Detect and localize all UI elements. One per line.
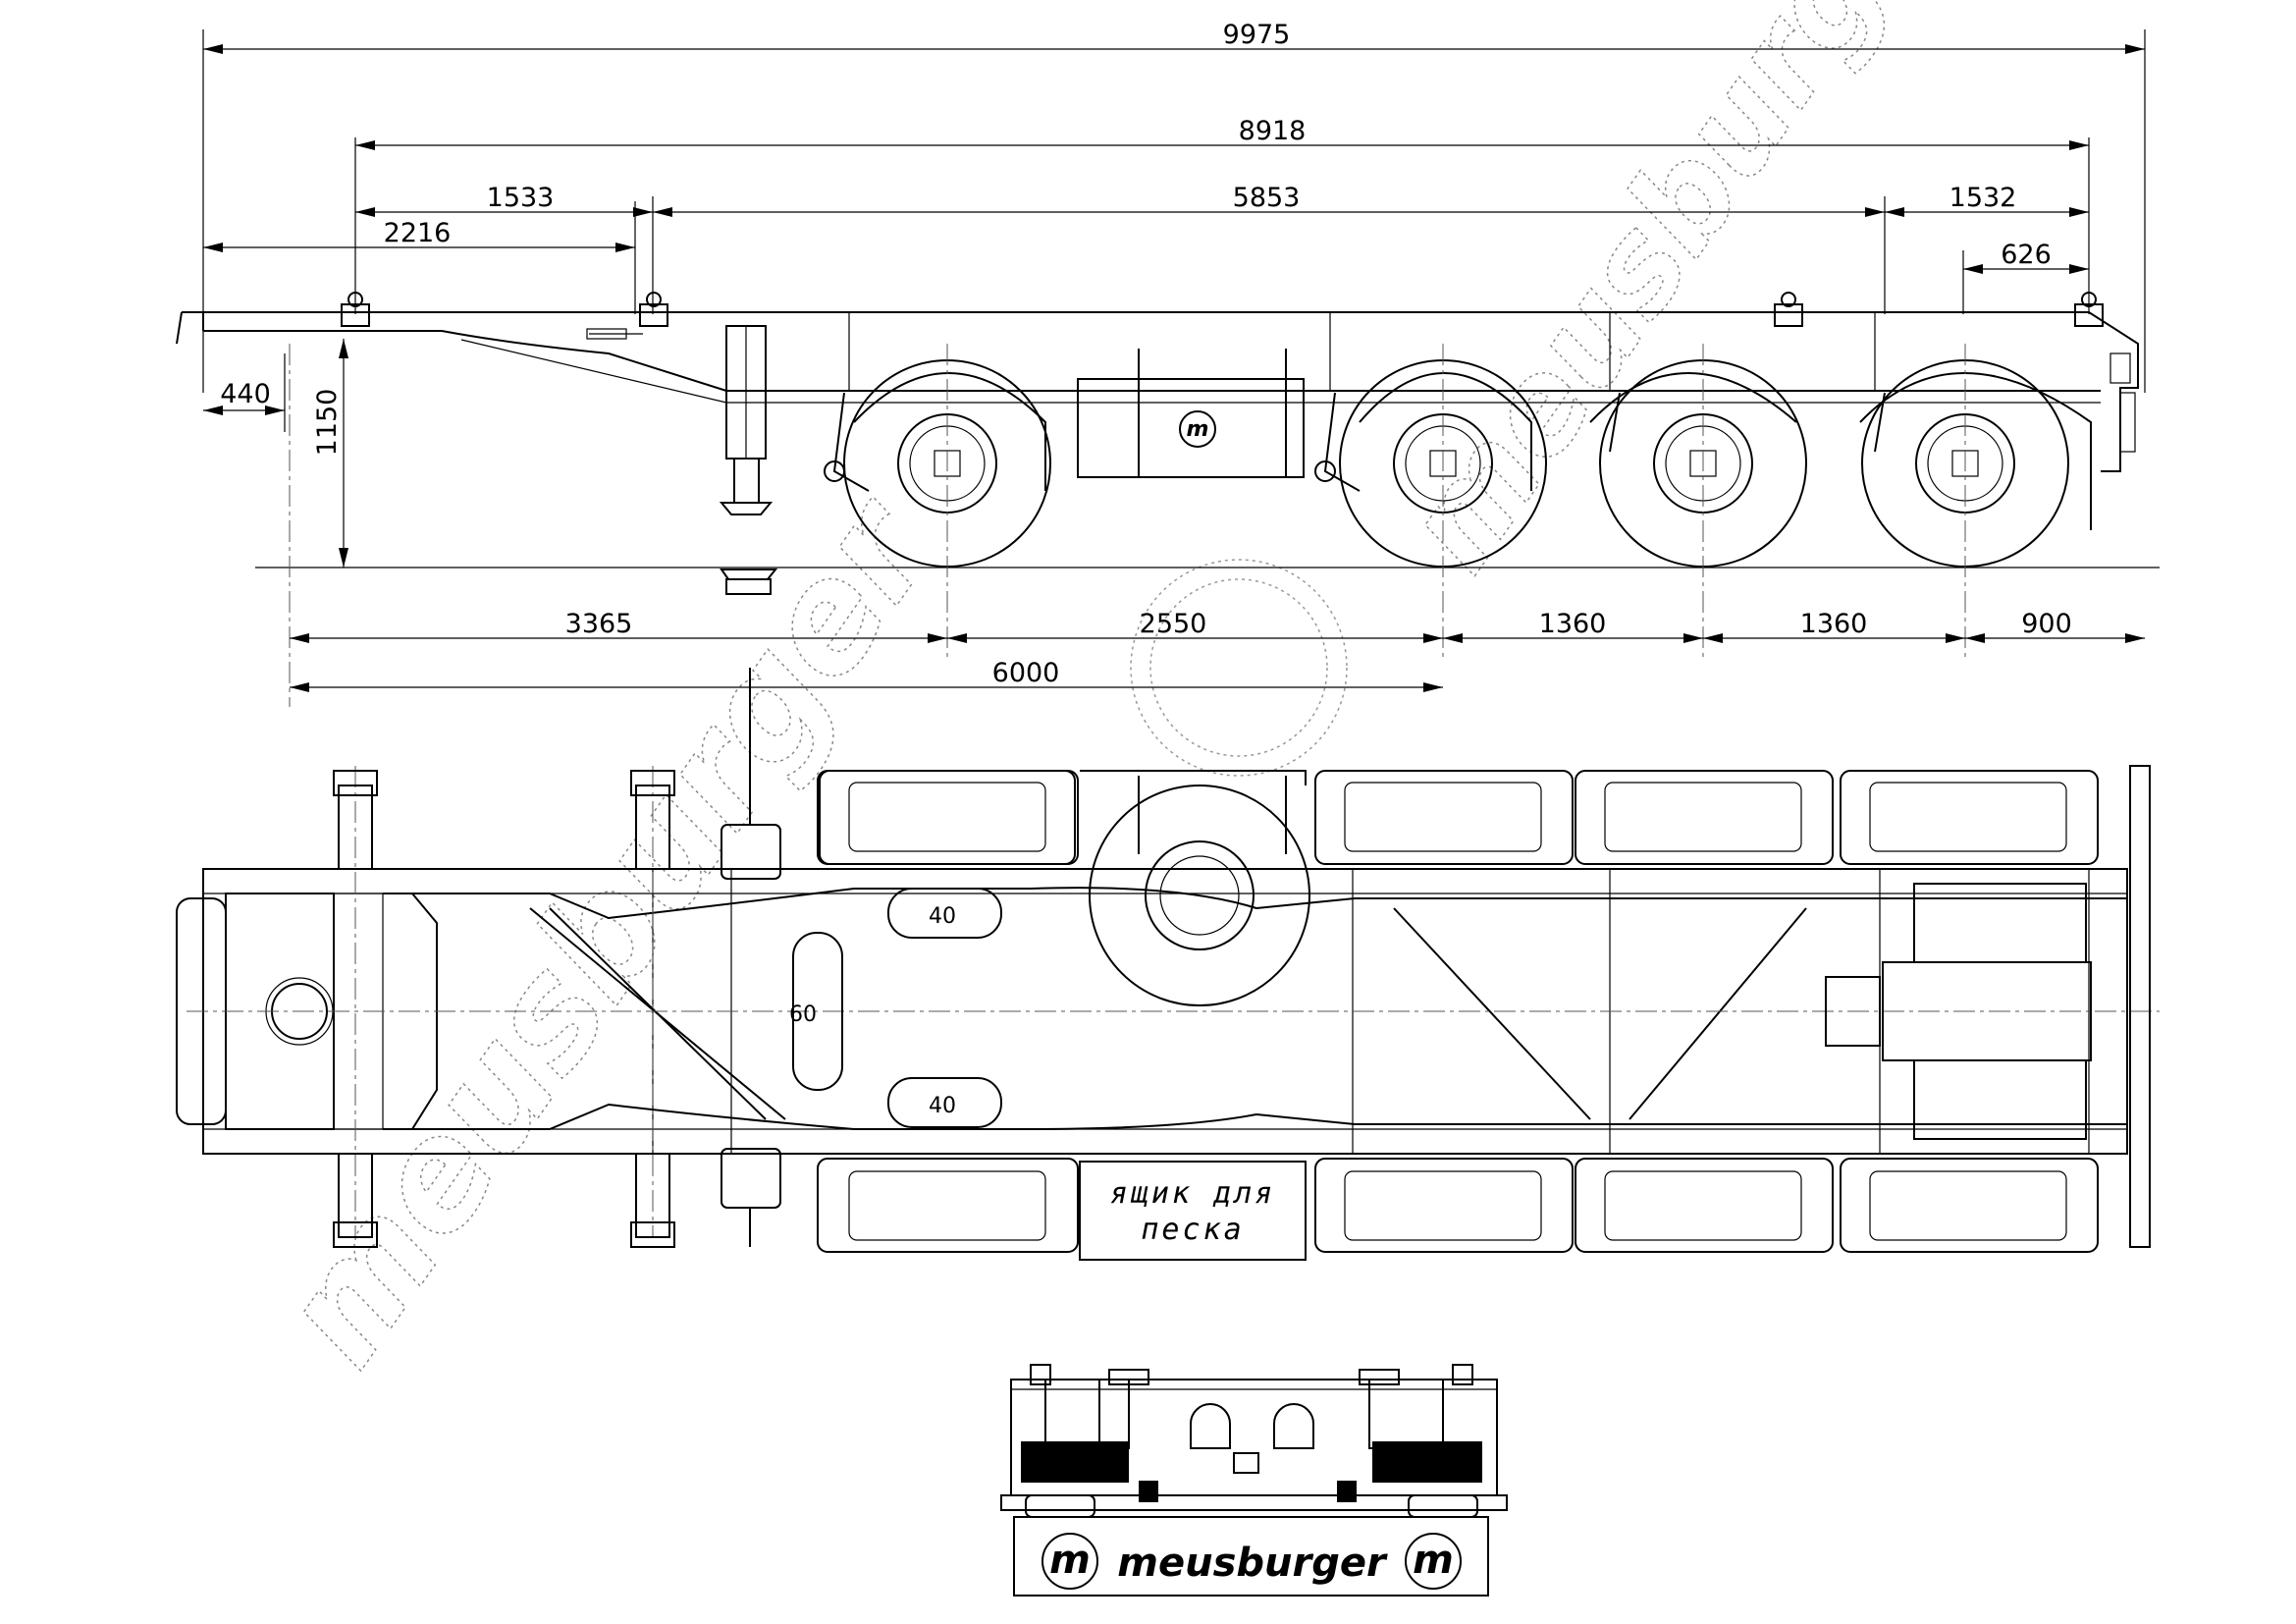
watermark-text-upper: meusburger [1375, 0, 2002, 597]
fender-axle-1 [853, 372, 1046, 491]
sand-box-side: m [1077, 349, 1305, 478]
dim-front-offset: 1533 [487, 183, 555, 213]
dim-overall-length: 9975 [1223, 20, 1291, 50]
top-dimension-lines [202, 29, 2160, 568]
plan-view: 40 40 60 ящик для песка [176, 668, 2160, 1261]
tank-label-2: 40 [929, 1094, 956, 1118]
twistlock-arm [338, 785, 373, 870]
dim-fifth-wheel-height: 1150 [312, 389, 343, 457]
tank-label-3: 60 [789, 1002, 817, 1027]
fender-axle-2 [1359, 372, 1532, 491]
logo-glyph-left: m [1049, 1538, 1091, 1583]
spare-wheel-icon [1080, 770, 1310, 1006]
sand-box-line-2: песка [1141, 1213, 1244, 1247]
dim-frame-length: 8918 [1239, 116, 1307, 146]
watermark-seal [1130, 559, 1348, 777]
meusburger-logo-icon-right [1405, 1533, 1462, 1590]
mudflap-right [1372, 1441, 1482, 1483]
air-tank-3 [792, 932, 843, 1091]
watermark-seal-inner [1149, 578, 1328, 757]
dim-front-overhang: 440 [220, 379, 271, 409]
dim-container-span: 5853 [1233, 183, 1301, 213]
dim-kingpin-twistlock: 2216 [384, 218, 452, 248]
dim-axle-gap-3: 1360 [1800, 609, 1868, 639]
dim-rear-overhang: 900 [2021, 609, 2072, 639]
brand-name: meusburger [1117, 1541, 1388, 1586]
sand-box-line-1: ящик для [1110, 1176, 1276, 1211]
watermark-text: meusburger [247, 465, 969, 1394]
twistlock-icon [341, 292, 2104, 327]
mudflap-left [1021, 1441, 1129, 1483]
dim-rear-offset: 1532 [1949, 183, 2017, 213]
air-tank-1 [887, 888, 1002, 939]
top-dimension-labels: 9975 8918 1533 5853 1532 2216 626 440 11… [220, 20, 2052, 456]
dim-axle-gap-2: 1360 [1539, 609, 1607, 639]
side-view: m [176, 292, 2139, 707]
axle-dimension-lines [290, 633, 2145, 692]
rear-plate [1013, 1516, 1489, 1597]
fender-axle-3 [1589, 372, 1797, 423]
fender-axle-4 [1859, 372, 2092, 530]
axle-dimension-labels: 3365 2550 1360 1360 900 6000 [565, 609, 2072, 688]
meusburger-logo-icon-left [1041, 1533, 1098, 1590]
dim-axle-gap-1: 2550 [1140, 609, 1207, 639]
dim-rear-twistlock: 626 [2001, 240, 2052, 270]
air-tank-2 [887, 1077, 1002, 1128]
sand-box [1079, 1161, 1307, 1261]
logo-glyph-right: m [1413, 1538, 1454, 1583]
landing-gear-icon [719, 325, 778, 595]
dim-kingpin-axle-group: 6000 [992, 658, 1060, 688]
tank-label-1: 40 [929, 904, 956, 929]
dim-kingpin-axle: 3365 [565, 609, 633, 639]
meusburger-logo-icon [1179, 410, 1216, 448]
logo-glyph-side: m [1187, 417, 1209, 442]
landing-gear-plan-bottom [721, 1148, 781, 1209]
rear-view: m m meusburger [1000, 1364, 1508, 1597]
